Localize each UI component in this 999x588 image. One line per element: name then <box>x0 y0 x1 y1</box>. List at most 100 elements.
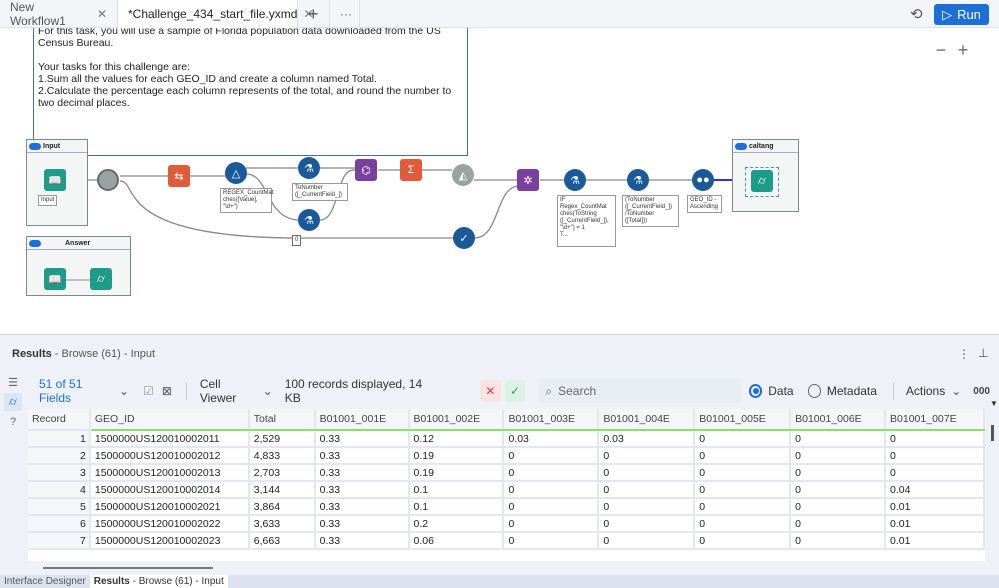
record-number[interactable]: 3 <box>28 464 91 482</box>
column-header[interactable]: B01001_007E <box>885 409 985 431</box>
container-answer[interactable]: Answer <box>26 236 131 296</box>
cell-viewer-dropdown[interactable]: Cell Viewer <box>199 377 237 405</box>
multi-field-formula-icon[interactable]: ⚗ <box>564 169 586 191</box>
multi-field-formula-icon[interactable]: ⚗ <box>298 157 320 179</box>
table-cell[interactable]: 0.04 <box>885 481 985 499</box>
table-cell[interactable]: 0 <box>885 430 985 448</box>
vertical-scrollbar[interactable] <box>991 425 994 441</box>
table-cell[interactable]: 0.33 <box>314 515 410 533</box>
chevron-down-icon[interactable]: ⌄ <box>951 384 962 398</box>
table-cell[interactable]: 0 <box>694 481 792 499</box>
table-cell[interactable]: 0.1 <box>408 498 505 516</box>
table-cell[interactable]: 0.33 <box>314 481 410 499</box>
tab-new-workflow1[interactable]: New Workflow1✕ <box>0 0 118 28</box>
tab-interface-designer[interactable]: Interface Designer <box>4 576 86 587</box>
table-cell[interactable]: 1500000US120010002023 <box>89 532 250 550</box>
checkbox-icon[interactable]: ☑ <box>143 384 154 398</box>
actions-dropdown[interactable]: Actions <box>905 384 946 398</box>
multi-field-formula-icon[interactable]: ⚗ <box>298 209 320 231</box>
table-cell[interactable]: 2,529 <box>248 430 316 448</box>
more-tabs-button[interactable]: ··· <box>330 0 360 28</box>
multi-field-formula-icon[interactable]: ⚗ <box>627 169 649 191</box>
record-number[interactable]: 5 <box>28 498 91 516</box>
data-radio[interactable] <box>748 384 763 398</box>
chevron-down-icon[interactable]: ⌄ <box>118 384 130 398</box>
column-header[interactable]: B01001_005E <box>694 409 792 431</box>
deselect-icon[interactable]: ⊠ <box>161 384 172 398</box>
table-cell[interactable]: 0 <box>790 447 887 465</box>
table-cell[interactable]: 1500000US120010002012 <box>89 447 250 465</box>
table-cell[interactable]: 0.33 <box>314 430 410 448</box>
list-icon[interactable]: ☰ <box>8 376 18 389</box>
table-cell[interactable]: 0 <box>790 532 887 550</box>
table-cell[interactable]: 0 <box>790 430 887 448</box>
table-cell[interactable]: 0 <box>598 532 696 550</box>
table-cell[interactable]: 0.03 <box>503 430 600 448</box>
record-number[interactable]: 6 <box>28 515 91 533</box>
input-data-tool-icon[interactable]: 📖 <box>44 268 66 290</box>
column-header[interactable]: Record <box>28 409 91 431</box>
table-cell[interactable]: 1500000US120010002013 <box>89 464 250 482</box>
apply-filter-button[interactable]: ✓ <box>504 380 526 402</box>
table-cell[interactable]: 0 <box>694 532 792 550</box>
table-cell[interactable]: 0 <box>503 481 600 499</box>
table-cell[interactable]: 1500000US120010002014 <box>89 481 250 499</box>
table-cell[interactable]: 0 <box>598 447 696 465</box>
table-cell[interactable]: 0 <box>885 447 985 465</box>
table-cell[interactable]: 0 <box>503 464 600 482</box>
append-fields-tool-icon[interactable]: ◭ <box>452 164 474 186</box>
toggle-icon[interactable] <box>29 142 41 150</box>
select-tool-icon[interactable]: ✓ <box>453 227 475 249</box>
table-cell[interactable]: 1500000US120010002011 <box>89 430 250 448</box>
column-header[interactable]: B01001_002E <box>408 409 505 431</box>
table-cell[interactable]: 0 <box>790 515 887 533</box>
table-cell[interactable]: 0 <box>694 464 792 482</box>
table-cell[interactable]: 0.01 <box>885 515 985 533</box>
table-cell[interactable]: 0.01 <box>885 532 985 550</box>
table-cell[interactable]: 3,864 <box>248 498 316 516</box>
record-id-tool-icon[interactable] <box>97 169 119 191</box>
table-cell[interactable]: 2,703 <box>248 464 316 482</box>
table-cell[interactable]: 0 <box>790 464 887 482</box>
zoom-in-button[interactable]: + <box>957 39 969 60</box>
table-cell[interactable]: 0 <box>598 481 696 499</box>
add-tab-button[interactable]: + <box>298 0 330 28</box>
table-cell[interactable]: 0.33 <box>314 464 410 482</box>
binoculars-icon[interactable]: ⌭ <box>4 393 22 411</box>
table-cell[interactable]: 0 <box>503 515 600 533</box>
table-cell[interactable]: 1500000US120010002021 <box>89 498 250 516</box>
toggle-icon[interactable] <box>29 239 41 247</box>
column-header[interactable]: B01001_001E <box>314 409 410 431</box>
tab-challenge-file[interactable]: *Challenge_434_start_file.yxmd✕ <box>118 0 314 28</box>
comment-box[interactable]: For this task, you will use a sample of … <box>33 28 468 156</box>
run-button[interactable]: ▷Run <box>934 4 989 25</box>
table-cell[interactable]: 0.19 <box>408 447 505 465</box>
metadata-radio[interactable] <box>807 384 821 398</box>
table-cell[interactable]: 0.01 <box>885 498 985 516</box>
column-header[interactable]: B01001_006E <box>790 409 887 431</box>
table-cell[interactable]: 6,663 <box>248 532 316 550</box>
record-number[interactable]: 1 <box>28 430 91 448</box>
table-cell[interactable]: 4,833 <box>248 447 316 465</box>
column-header[interactable]: GEO_ID <box>89 409 250 431</box>
table-cell[interactable]: 0 <box>503 447 600 465</box>
table-cell[interactable]: 0.03 <box>598 430 696 448</box>
table-cell[interactable]: 0.33 <box>314 447 410 465</box>
column-header[interactable]: B01001_003E <box>503 409 600 431</box>
join-tool-icon[interactable]: ✲ <box>517 169 539 191</box>
pin-icon[interactable]: ⊥ <box>978 346 989 360</box>
table-cell[interactable]: 0 <box>598 464 696 482</box>
browse-tool-icon[interactable]: ⌭ <box>751 170 773 192</box>
browse-tool-icon[interactable]: ⌭ <box>90 268 112 290</box>
chevron-down-icon[interactable]: ⌄ <box>262 384 273 398</box>
filter-tool-icon[interactable]: △ <box>225 162 247 184</box>
table-cell[interactable]: 0 <box>790 498 887 516</box>
tab-results[interactable]: Results - Browse (61) - Input <box>89 575 228 588</box>
